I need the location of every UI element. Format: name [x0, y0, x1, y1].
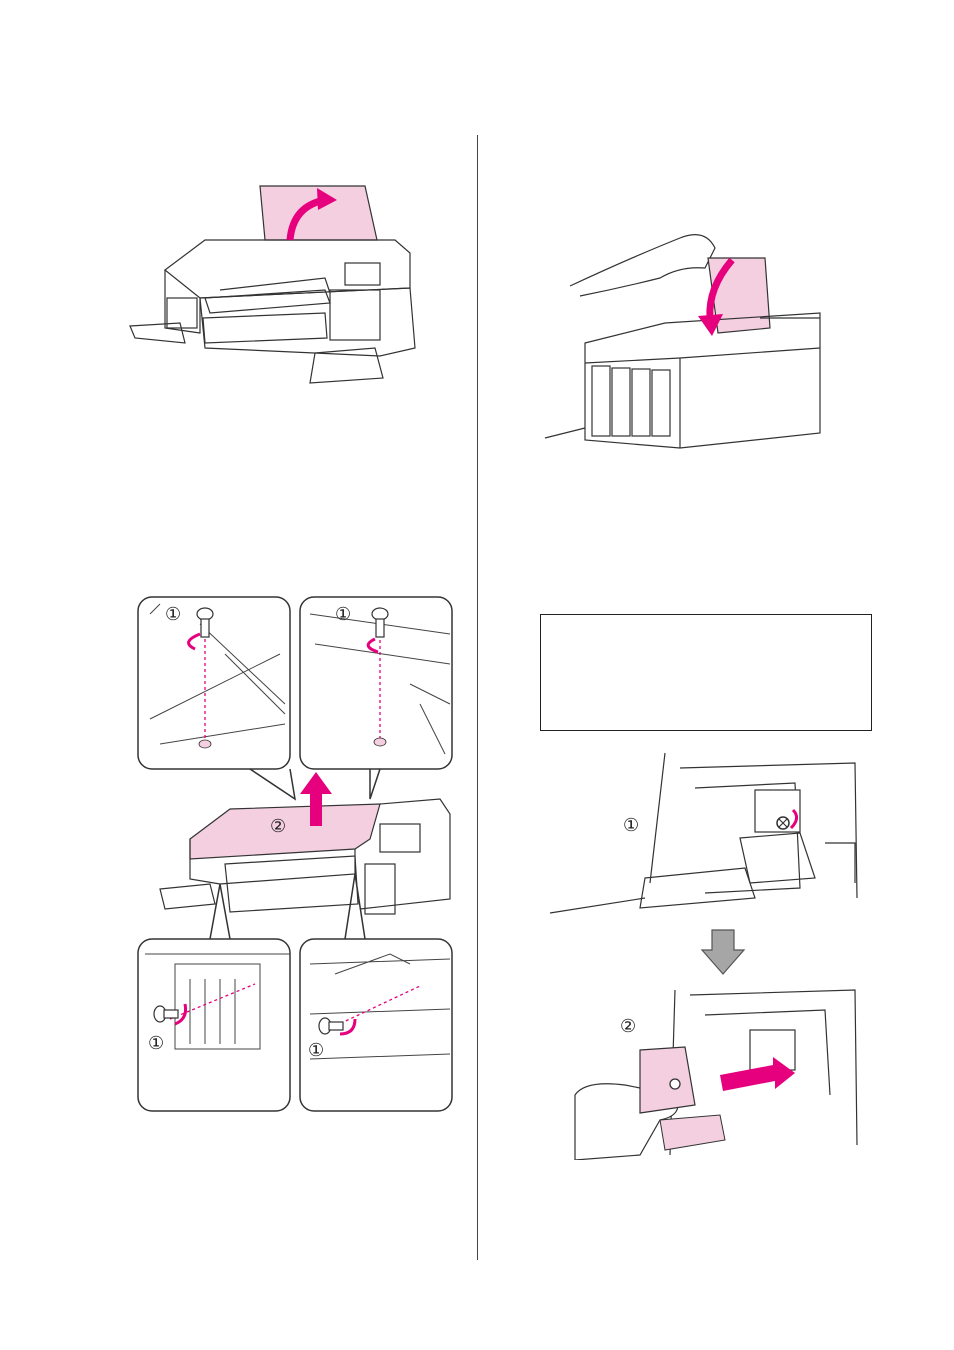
step1-marker-bottom-right: ① [308, 1040, 324, 1061]
figure-close-cover [540, 218, 830, 468]
cutter-step1-marker: ① [623, 815, 639, 836]
step1-marker-bottom-left: ① [148, 1033, 164, 1054]
figure-open-cover [125, 178, 425, 388]
column-divider [477, 135, 478, 1260]
figure-cutter-step2: ② [545, 985, 865, 1160]
figure-cutter-step1: ① [545, 748, 865, 920]
step1-marker-top-left: ① [165, 604, 181, 625]
figure-remove-screws: ① ① ② ① ① [130, 594, 460, 1118]
note-box [540, 614, 872, 731]
down-arrow-icon [700, 928, 746, 976]
cutter-step2-marker: ② [620, 1016, 636, 1037]
step1-marker-top-right: ① [335, 604, 351, 625]
step2-marker-center: ② [270, 816, 286, 837]
